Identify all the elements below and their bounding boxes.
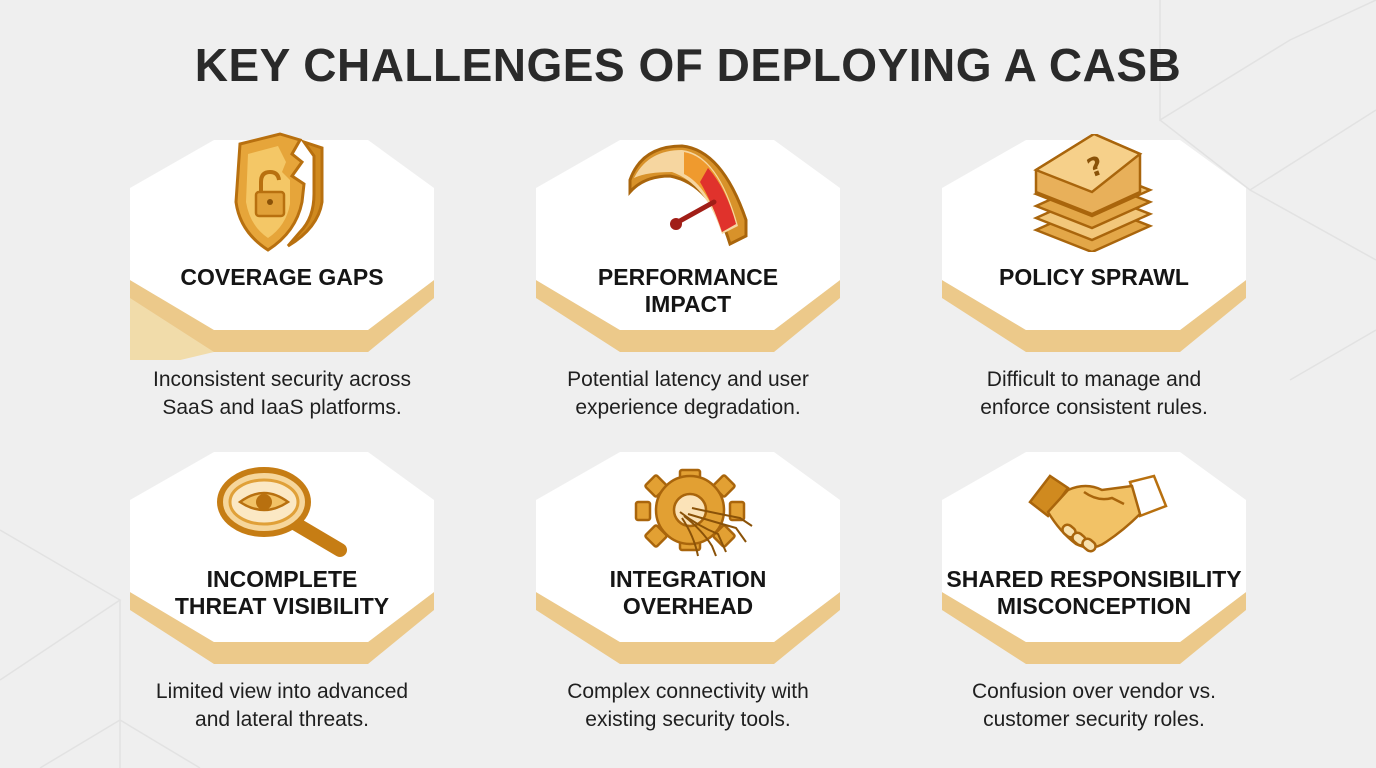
card-title: SHARED RESPONSIBILITY MISCONCEPTION [946, 566, 1242, 619]
card-title: PERFORMANCE IMPACT [597, 264, 779, 317]
challenge-card-shared-responsibility: SHARED RESPONSIBILITY MISCONCEPTION Conf… [924, 442, 1264, 752]
card-title: COVERAGE GAPS [180, 264, 384, 290]
challenge-card-performance-impact: PERFORMANCE IMPACT Potential latency and… [518, 130, 858, 440]
gear-wires-icon [634, 468, 753, 557]
card-description: Confusion over vendor vs. customer secur… [972, 680, 1216, 731]
card-description: Limited view into advanced and lateral t… [155, 680, 409, 731]
speedometer-icon [628, 144, 748, 247]
card-description: Inconsistent security across SaaS and Ia… [153, 368, 411, 419]
card-description: Potential latency and user experience de… [567, 368, 809, 419]
card-title: POLICY SPRAWL [999, 264, 1189, 290]
card-title: INTEGRATION OVERHEAD [609, 566, 767, 619]
card-description: Difficult to manage and enforce consiste… [980, 368, 1208, 419]
stacked-documents-question-icon: ? [1032, 134, 1154, 252]
challenge-card-policy-sprawl: ? POLICY SPRAWL Difficult to manage and … [924, 130, 1264, 440]
hexagon-tile [536, 140, 840, 352]
handshake-icon [1028, 474, 1168, 553]
card-description: Complex connectivity with existing secur… [567, 680, 809, 731]
card-title: INCOMPLETE THREAT VISIBILITY [174, 566, 390, 619]
challenge-card-incomplete-threat-visibility: INCOMPLETE THREAT VISIBILITY Limited vie… [112, 442, 452, 752]
magnifier-eye-icon [217, 467, 347, 557]
page-title: KEY CHALLENGES OF DEPLOYING A CASB [194, 39, 1182, 91]
hexagon-tile [130, 452, 434, 664]
challenge-card-integration-overhead: INTEGRATION OVERHEAD Complex connectivit… [518, 442, 858, 752]
challenge-card-coverage-gaps: COVERAGE GAPS Inconsistent security acro… [112, 130, 452, 440]
broken-shield-lock-icon [234, 132, 324, 252]
